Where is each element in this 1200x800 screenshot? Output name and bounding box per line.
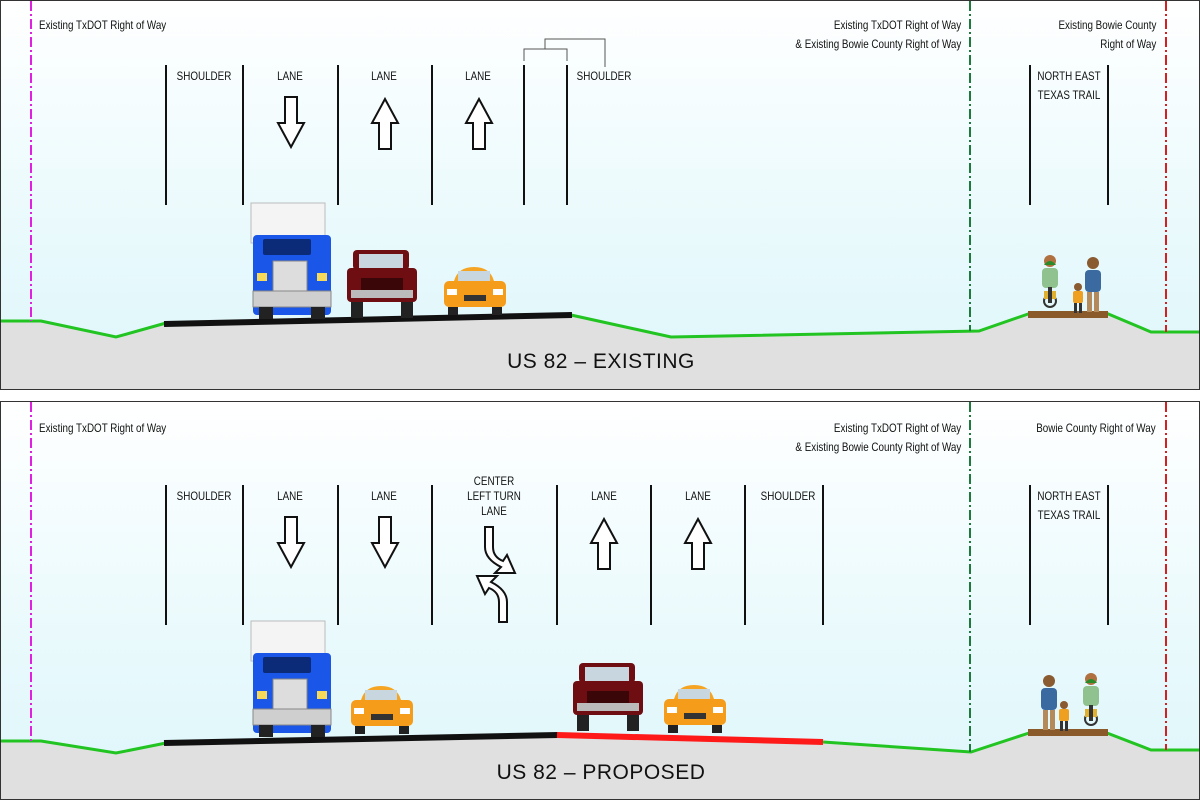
proposed-pavement: [556, 732, 824, 745]
child-pedestrian-icon: [1059, 701, 1069, 731]
lane-label-lane: LANE: [277, 489, 303, 503]
lane-dividers: [165, 65, 1109, 205]
existing-grade-line-right: [570, 311, 1032, 339]
proposed-grade-line: [1, 739, 167, 755]
lane-direction-down-icon: [371, 516, 399, 568]
lane-direction-up-icon: [371, 98, 399, 150]
lane-label-lane: LANE: [591, 489, 617, 503]
trail-label-line2: TEXAS TRAIL: [1037, 508, 1101, 522]
shared-row-label-line2: & Existing Bowie County Right of Way: [795, 37, 961, 51]
txdot-row-label: Existing TxDOT Right of Way: [39, 421, 167, 435]
shared-row-label-line2: & Existing Bowie County Right of Way: [795, 440, 961, 454]
pickup-truck-icon: [573, 663, 643, 731]
proposed-cross-section-panel: Existing TxDOT Right of Way Existing TxD…: [0, 401, 1200, 800]
lane-direction-up-icon: [590, 518, 618, 570]
existing-cross-section-drawing: [1, 1, 1199, 389]
center-turn-label-line1: CENTER: [473, 474, 515, 488]
shoulder-bracket-inner: [545, 48, 568, 61]
lane-label-shoulder: SHOULDER: [576, 69, 632, 83]
ground-fill: [1, 313, 1199, 389]
section-title: US 82 – EXISTING: [507, 350, 695, 373]
trail-surface: [1028, 729, 1108, 736]
left-turn-arrow-icon: [484, 526, 516, 574]
lane-dividers: [165, 485, 1109, 625]
semi-truck-icon: [250, 202, 332, 320]
txdot-row-label: Existing TxDOT Right of Way: [39, 18, 167, 32]
trail-label-line1: NORTH EAST: [1037, 69, 1101, 83]
bowie-row-label: Bowie County Right of Way: [1036, 421, 1156, 435]
pickup-truck-icon: [347, 250, 417, 318]
proposed-cross-section-drawing: [1, 402, 1199, 799]
lane-direction-down-icon: [277, 516, 305, 568]
shoulder-bracket: [523, 38, 606, 67]
trail-surface: [1028, 311, 1108, 318]
trail-label-line1: NORTH EAST: [1037, 489, 1101, 503]
existing-grade-line-far-right: [1105, 311, 1199, 334]
lane-direction-up-icon: [684, 518, 712, 570]
section-title: US 82 – PROPOSED: [496, 761, 706, 784]
existing-pavement: [163, 732, 559, 746]
car-icon: [351, 686, 413, 734]
cyclist-icon: [1041, 254, 1059, 308]
child-pedestrian-icon: [1073, 283, 1083, 313]
lane-label-lane: LANE: [371, 489, 397, 503]
lane-label-shoulder: SHOULDER: [760, 489, 816, 503]
existing-pavement: [163, 312, 573, 327]
lane-label-lane: LANE: [277, 69, 303, 83]
pedestrian-icon: [1085, 257, 1101, 312]
lane-direction-up-icon: [465, 98, 493, 150]
bowie-row-label-line1: Existing Bowie County: [1058, 18, 1156, 32]
center-turn-label-line2: LEFT TURN: [467, 489, 521, 503]
proposed-grade-line-far-right: [1106, 731, 1199, 752]
bowie-row-label-line2: Right of Way: [1100, 37, 1156, 51]
pedestrian-icon: [1041, 675, 1057, 730]
left-turn-arrow-icon: [476, 575, 508, 623]
semi-truck-icon: [250, 620, 332, 738]
trail-label-line2: TEXAS TRAIL: [1037, 88, 1101, 102]
center-turn-label-line3: LANE: [481, 504, 507, 518]
lane-label-shoulder: SHOULDER: [176, 69, 232, 83]
existing-cross-section-panel: Existing TxDOT Right of Way Existing TxD…: [0, 0, 1200, 390]
car-icon: [664, 685, 726, 733]
lane-label-shoulder: SHOULDER: [176, 489, 232, 503]
existing-grade-line: [1, 319, 167, 339]
lane-label-lane: LANE: [465, 69, 491, 83]
shared-row-label-line1: Existing TxDOT Right of Way: [833, 421, 961, 435]
ground-fill: [1, 733, 1199, 799]
lane-direction-down-icon: [277, 96, 305, 148]
cyclist-icon: [1082, 672, 1100, 726]
shared-row-label-line1: Existing TxDOT Right of Way: [833, 18, 961, 32]
lane-label-lane: LANE: [685, 489, 711, 503]
lane-label-lane: LANE: [371, 69, 397, 83]
car-icon: [444, 267, 506, 315]
